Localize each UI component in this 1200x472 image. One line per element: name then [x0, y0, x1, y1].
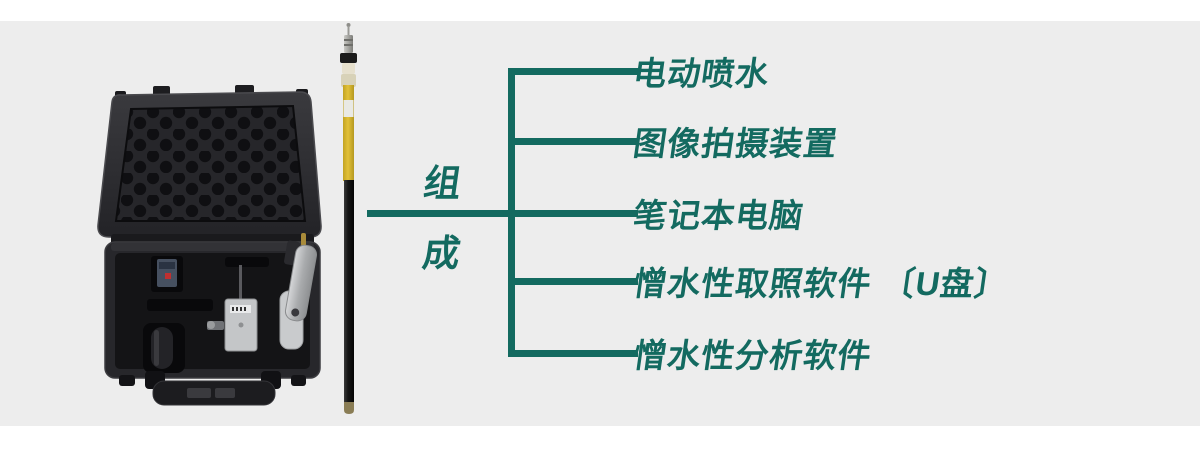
remote-device — [151, 256, 183, 292]
tree-branch-line-1 — [508, 68, 638, 75]
pole-label-sticker — [343, 100, 354, 117]
case-foot — [119, 375, 135, 386]
tree-branch-line-4 — [508, 278, 638, 285]
case-handle — [145, 371, 281, 406]
pole-yellow-section — [343, 85, 354, 181]
root-label-char-2: 成 — [420, 233, 463, 274]
pole-ring-upper — [342, 63, 355, 74]
branch-label-analysis-software: 憎水性分析软件 — [631, 337, 875, 374]
tree-branch-line-2 — [508, 138, 638, 145]
branch-label-photo-software-usb: 憎水性取照软件 〔U盘〕 — [631, 265, 1012, 302]
spray-gun — [284, 240, 317, 322]
pole-tip — [344, 23, 353, 53]
pole-black-section — [344, 180, 354, 402]
tree-main-line — [367, 210, 638, 217]
foam-slot — [147, 299, 213, 311]
brass-nozzle — [301, 233, 306, 246]
pole-collar-black — [340, 53, 357, 63]
black-tool — [143, 323, 185, 373]
tree-branch-line-5 — [508, 350, 638, 357]
telescopic-pole-photo — [340, 23, 357, 414]
case-bottom — [104, 233, 321, 406]
root-label-char-1: 组 — [421, 163, 464, 204]
instrument-box — [207, 265, 258, 352]
equipment-case-photo — [97, 85, 322, 406]
pole-ring-lower — [341, 74, 356, 87]
lid-foam — [114, 104, 307, 222]
branch-label-electric-spray: 电动喷水 — [631, 55, 773, 92]
case-lid — [97, 85, 322, 238]
branch-label-image-capture-device: 图像拍摄装置 — [631, 125, 841, 162]
case-foot — [291, 375, 306, 386]
branch-label-laptop: 笔记本电脑 — [631, 197, 807, 234]
pole-end-cap — [344, 402, 354, 414]
tree-vertical-line — [508, 68, 515, 357]
foam-slot — [225, 257, 269, 267]
